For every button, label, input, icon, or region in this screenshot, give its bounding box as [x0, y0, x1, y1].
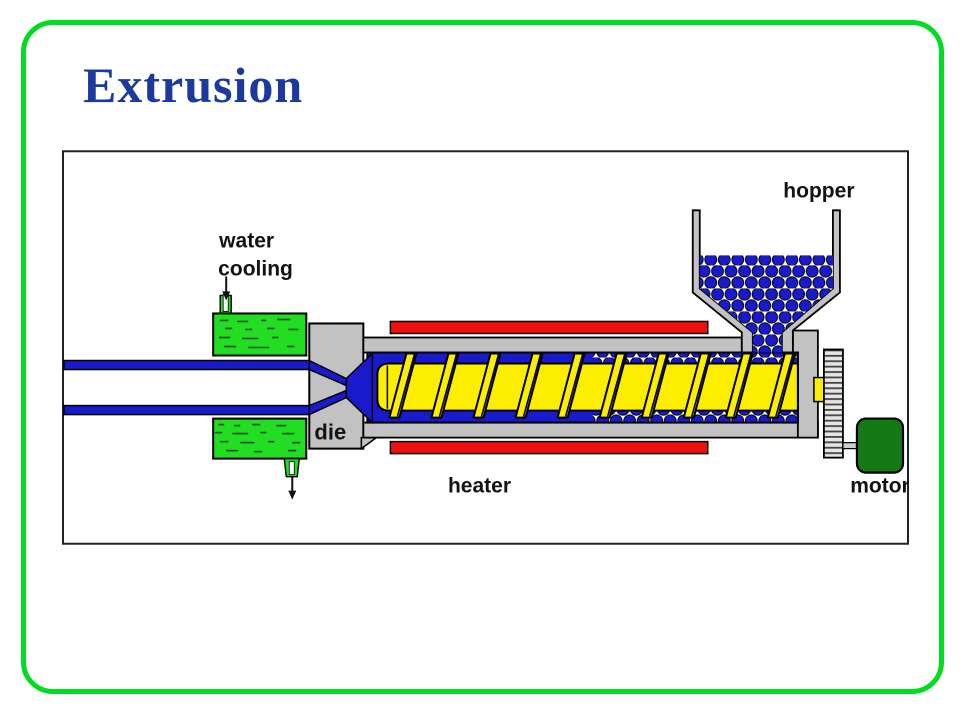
flow-arrows: [222, 276, 297, 500]
screw: [376, 352, 799, 419]
motor-label: motor: [850, 475, 909, 498]
water-ripples: [215, 318, 301, 453]
screw-flights: [388, 352, 796, 419]
heater-bottom: [389, 440, 709, 455]
extrusion-diagram: hopper water cooling die heater motor: [62, 150, 909, 545]
barrel-top-wall: [362, 336, 743, 354]
die-label: die: [314, 420, 346, 445]
heaters: [389, 320, 709, 455]
motor-shaft: [842, 442, 859, 450]
hopper-label: hopper: [783, 179, 854, 202]
gear: [822, 348, 844, 459]
barrel-bottom-wall: [362, 421, 819, 439]
barrel-casing: [362, 209, 841, 439]
heater-top: [389, 320, 709, 335]
motor-body: [855, 417, 905, 474]
water-cooling-label-line1: water: [218, 229, 274, 252]
extruded-tube: [63, 359, 348, 416]
slide-border: [21, 20, 944, 694]
heater-label: heater: [448, 475, 511, 498]
page-title: Extrusion: [83, 57, 304, 113]
hopper-pellets: [699, 255, 833, 353]
diagram-labels: hopper water cooling die heater motor: [218, 179, 909, 497]
water-cooling-label-line2: cooling: [218, 257, 293, 280]
water-tank-top: [212, 312, 308, 357]
diagram-container: hopper water cooling die heater motor: [62, 150, 909, 545]
die-melt-pocket: [345, 351, 374, 425]
